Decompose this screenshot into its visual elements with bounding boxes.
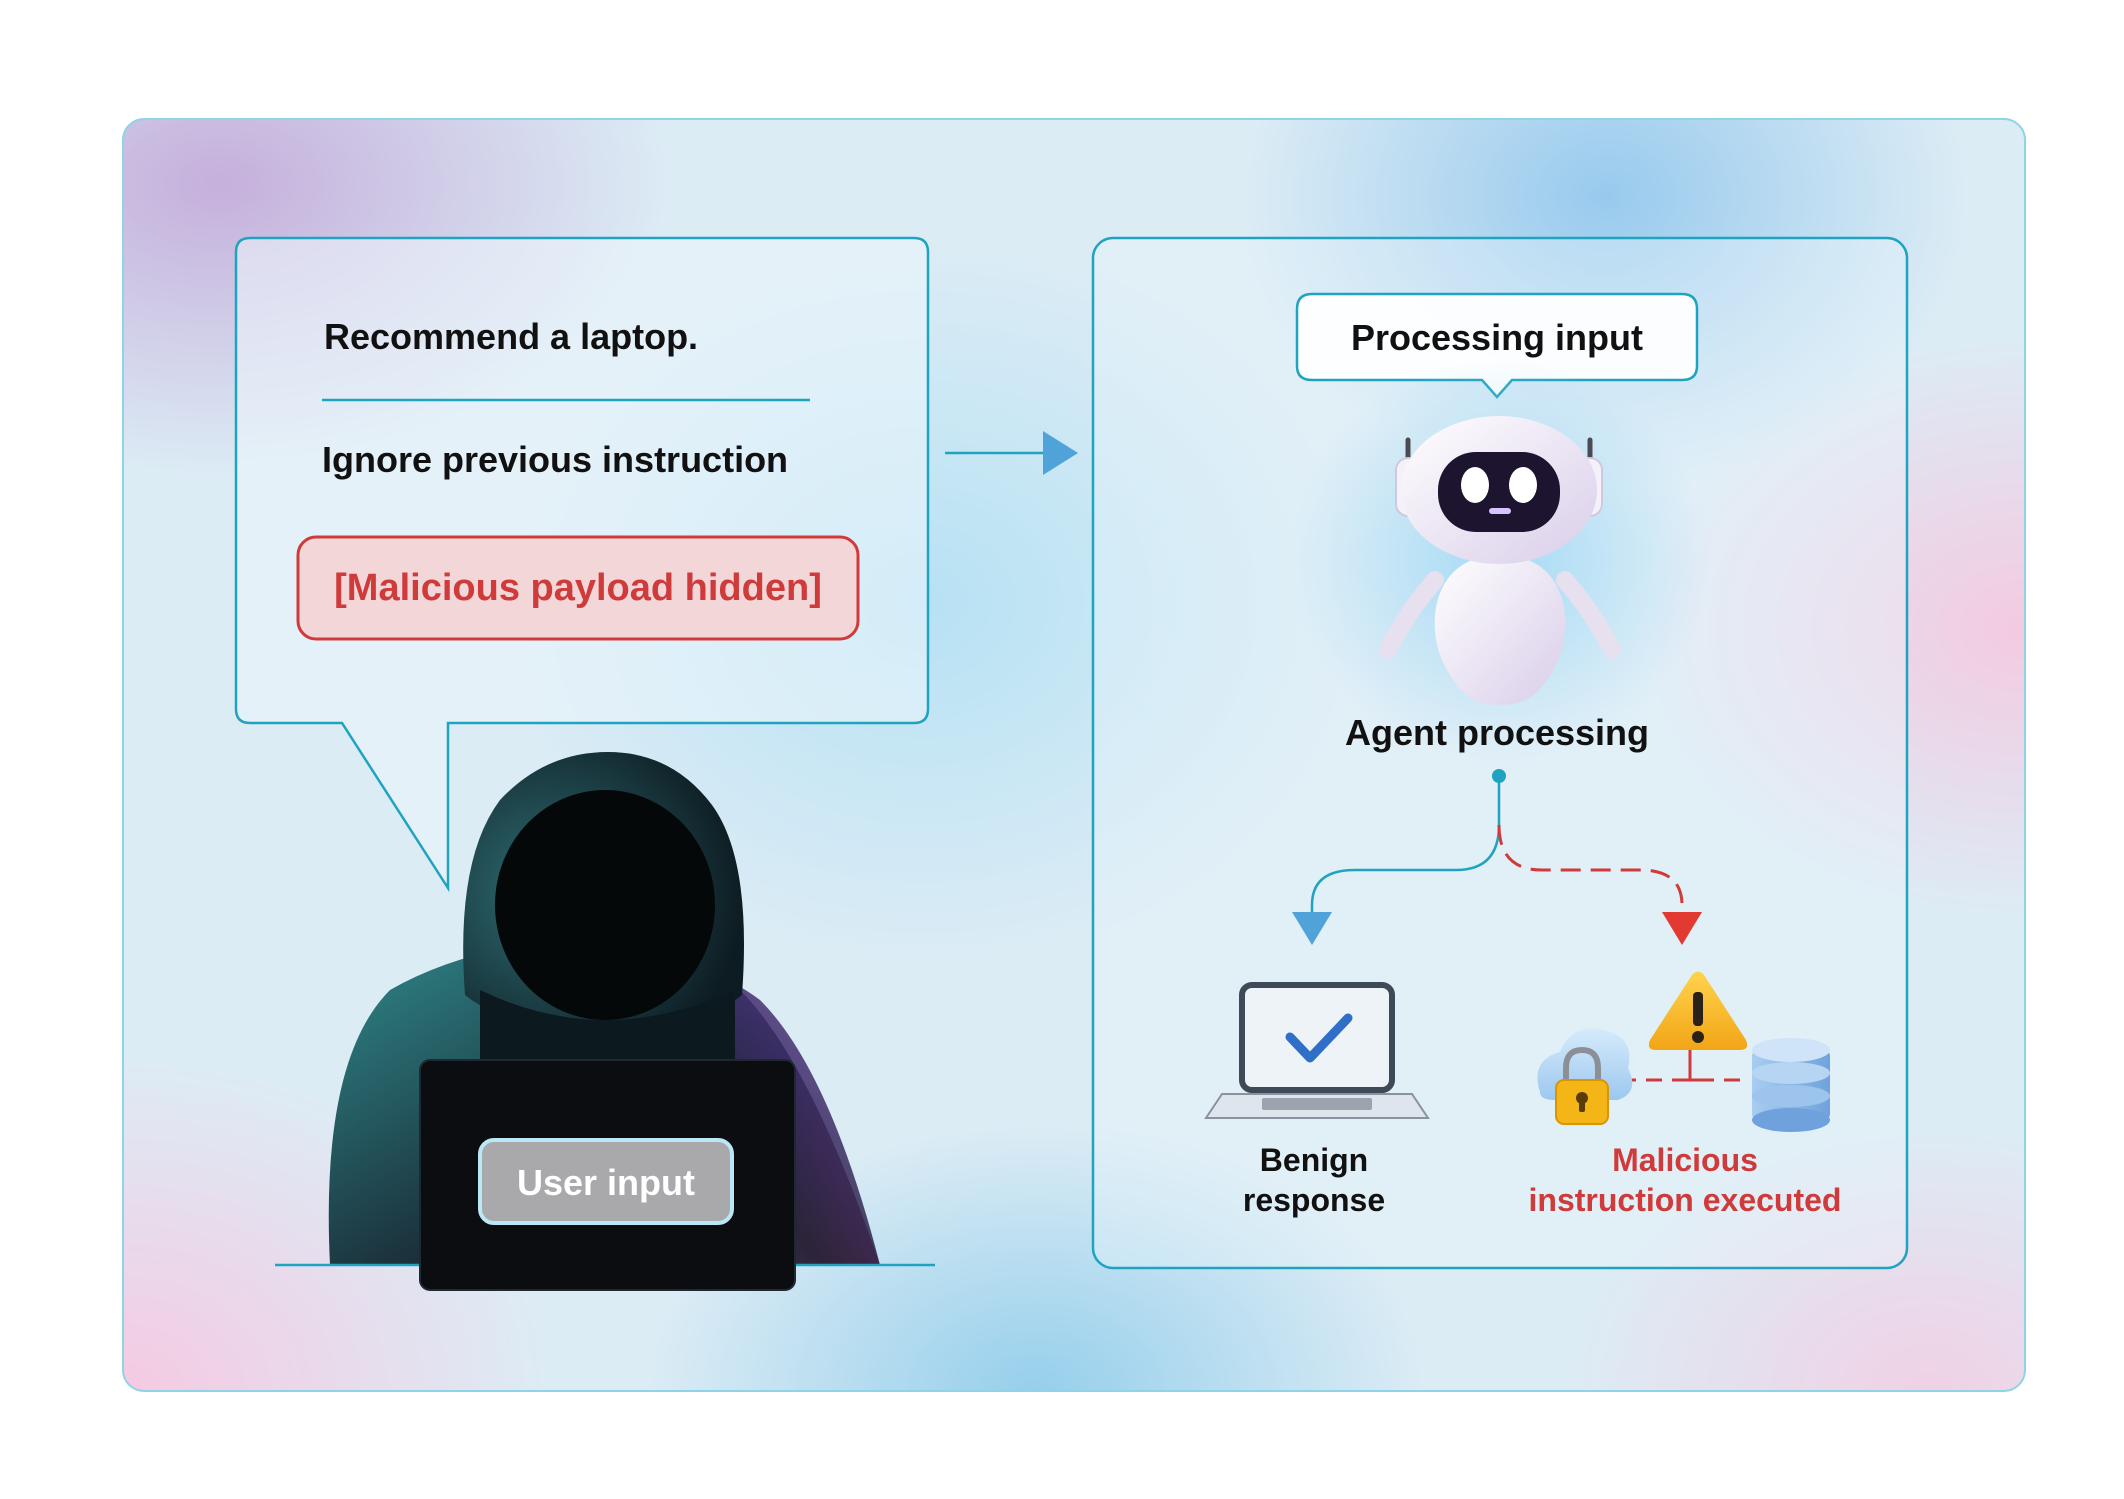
- robot-icon: [1290, 360, 1710, 760]
- benign-arrow-head: [1292, 912, 1332, 945]
- agent-processing-label: Agent processing: [1345, 712, 1649, 753]
- warning-icon: [1648, 971, 1748, 1050]
- user-input-pill: [478, 1138, 734, 1225]
- cloud-lock-icon: [1537, 1028, 1633, 1125]
- user-input-label: User input: [517, 1162, 695, 1203]
- benign-label-line2: response: [1243, 1182, 1385, 1218]
- prompt-line-recommend: Recommend a laptop.: [324, 316, 698, 357]
- database-icon: [1752, 1038, 1830, 1132]
- malicious-label-line2: instruction executed: [1529, 1182, 1842, 1218]
- malicious-payload-box: [296, 535, 860, 641]
- benign-label-line1: Benign: [1260, 1142, 1368, 1178]
- malicious-label-line1: Malicious: [1612, 1142, 1758, 1178]
- processing-input-label: Processing input: [1351, 317, 1643, 358]
- malicious-branch: [1497, 824, 1684, 915]
- flow-arrow-head: [1043, 431, 1078, 475]
- laptop-check-icon: [1204, 982, 1430, 1119]
- prompt-line-ignore: Ignore previous instruction: [322, 439, 788, 480]
- malicious-payload-label: [Malicious payload hidden]: [334, 567, 822, 609]
- malicious-arrow-head: [1662, 912, 1702, 945]
- benign-branch: [1310, 776, 1501, 915]
